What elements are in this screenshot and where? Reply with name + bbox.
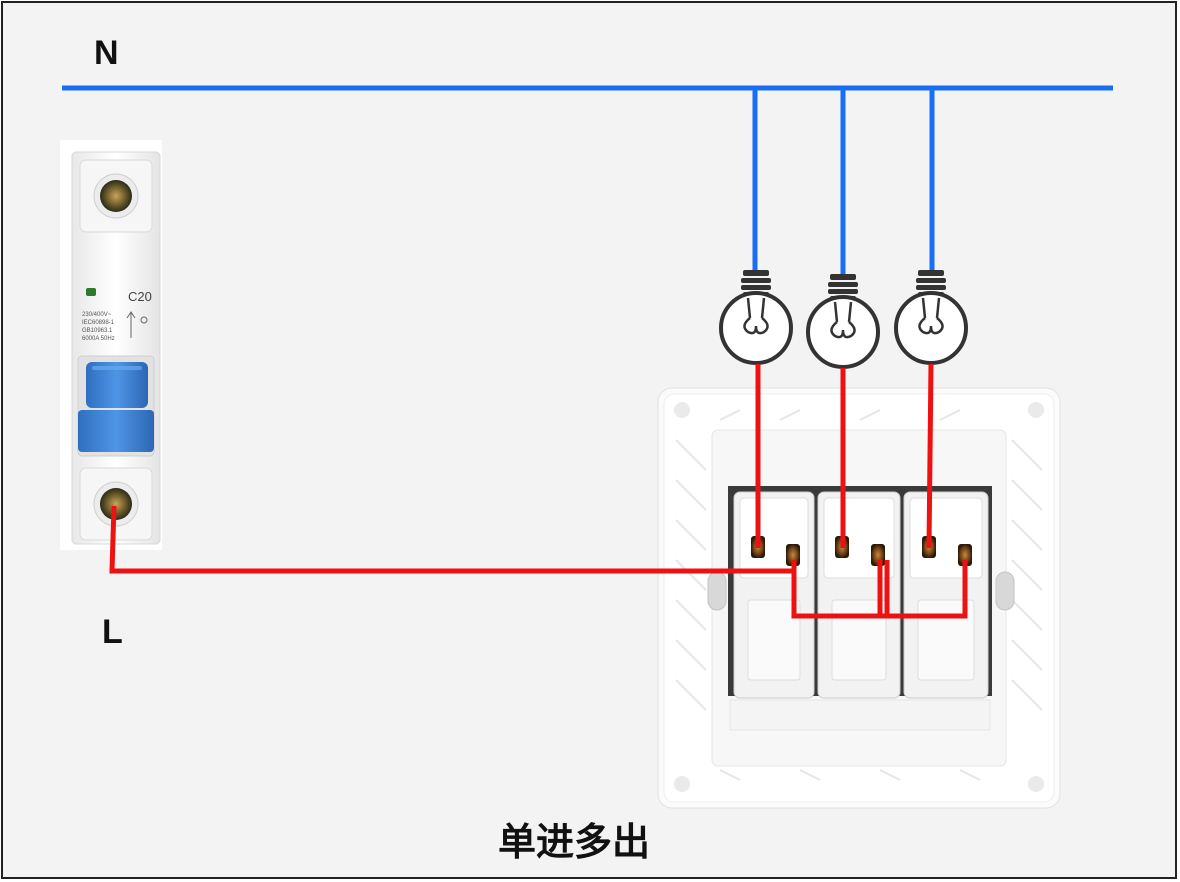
bulb-icon	[894, 270, 968, 365]
neutral-label: N	[94, 34, 119, 72]
switch-module-3	[903, 491, 989, 699]
diagram-caption: 单进多出	[498, 820, 650, 864]
breaker-spec-1: 230/400V~	[82, 312, 112, 318]
breaker-rating: C20	[128, 289, 152, 304]
circuit-breaker: C20 230/400V~ IEC60898-1 GB10963.1 6000A…	[60, 140, 162, 550]
bulb-icon	[806, 274, 880, 369]
switch-module-1	[733, 491, 815, 699]
breaker-handle	[86, 362, 148, 408]
status-led	[86, 288, 96, 296]
live-label: L	[102, 613, 123, 651]
top-screw-icon	[100, 180, 132, 212]
triple-switch-back	[657, 387, 1061, 809]
breaker-spec-4: 6000A 50Hz	[82, 336, 115, 342]
breaker-spec-3: GB10963.1	[82, 328, 113, 334]
bottom-screw-icon	[100, 488, 132, 520]
live-wiring	[109, 363, 968, 619]
neutral-wiring	[62, 85, 1113, 276]
bulb-icon	[719, 270, 793, 365]
breaker-spec-2: IEC60898-1	[82, 320, 115, 326]
